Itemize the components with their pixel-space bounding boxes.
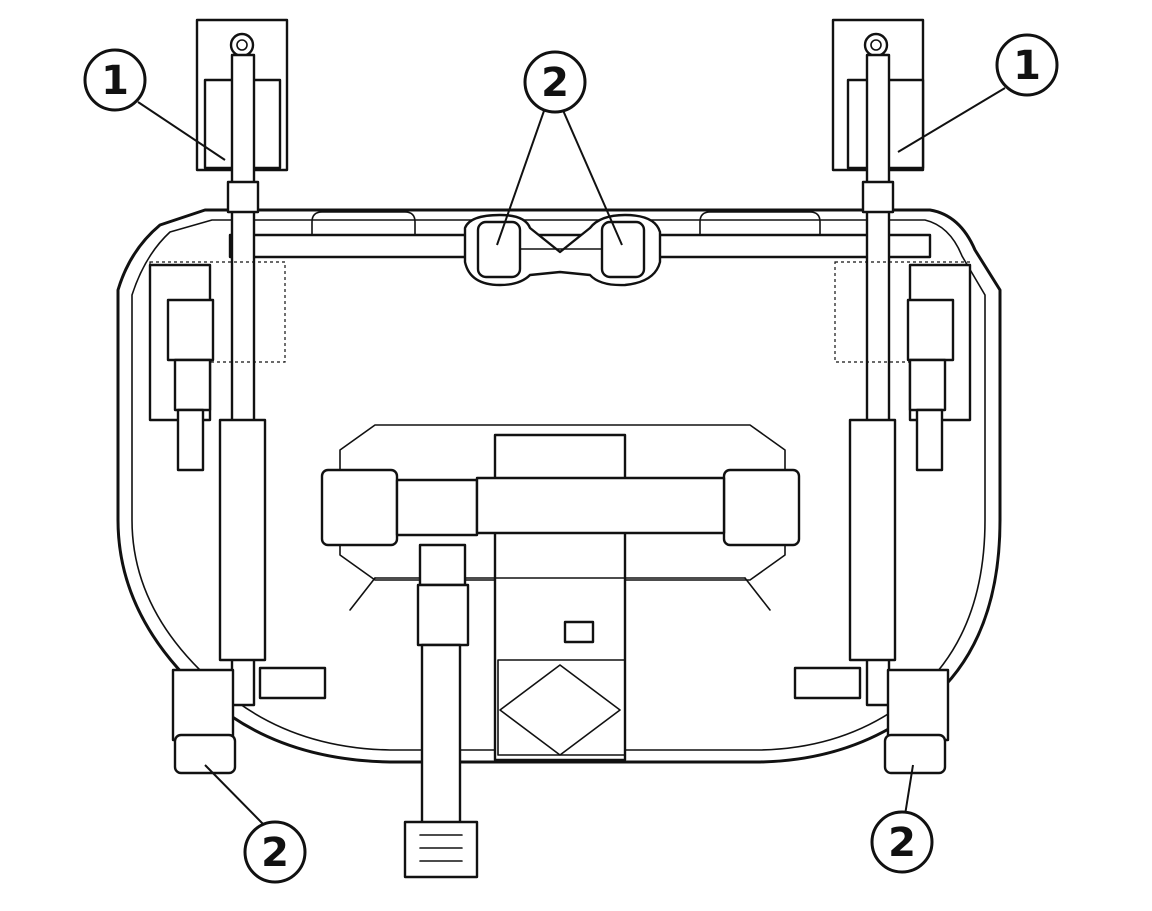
left-lift-arm (148, 18, 327, 775)
center-roller-assembly (463, 213, 662, 287)
callout-1-right-label: 1 (1013, 43, 1041, 89)
deck-body (116, 208, 1002, 764)
drive-shaft (403, 543, 479, 879)
callout-1-left-label: 1 (101, 58, 129, 104)
callout-1-left: 1 (83, 48, 147, 112)
callout-2-top-label: 2 (541, 60, 569, 106)
callout-2-bottom-left-label: 2 (261, 830, 289, 876)
callout-2-bottom-right-label: 2 (888, 820, 916, 866)
callout-2-bottom-right: 2 (870, 810, 934, 874)
leader-lines (137, 87, 1006, 827)
right-lift-arm (793, 18, 972, 775)
callout-1-right: 1 (995, 33, 1059, 97)
callout-2-bottom-left: 2 (243, 820, 307, 884)
center-gearbox (320, 424, 801, 762)
callout-2-top: 2 (523, 50, 587, 114)
